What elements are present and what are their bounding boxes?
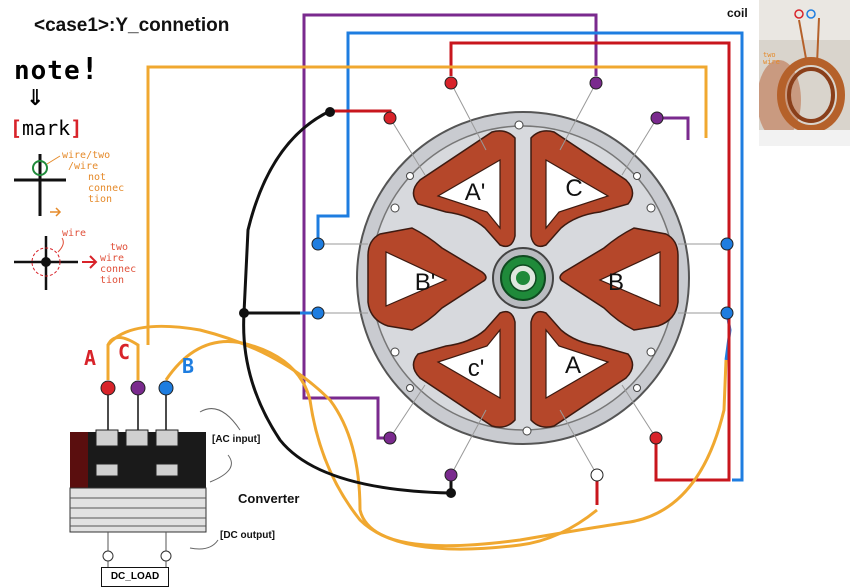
junction-dot (239, 308, 249, 318)
coil-photo: two wire (759, 0, 850, 146)
coil-label-a: A (565, 352, 581, 379)
dc-load-label: DC_LOAD (101, 567, 169, 587)
legend-connected-wire-text: wire (62, 228, 87, 239)
coil-a-prime (412, 130, 516, 248)
legend-text-line: wire (100, 253, 125, 264)
terminal-blue (720, 306, 734, 320)
legend-text-line: tion (100, 275, 125, 286)
wire-purple (302, 13, 690, 440)
converter-inputs (100, 380, 174, 432)
legend-connected (14, 236, 98, 290)
terminal-red (649, 431, 663, 445)
terminal-red (444, 76, 458, 90)
callout-arrows (189, 408, 241, 550)
ac-input-label: [AC input] (212, 434, 261, 445)
mark-label: [mark] (10, 116, 83, 140)
page-title: <case1>:Y_connetion (34, 15, 230, 36)
terminal-blue (720, 237, 734, 251)
note-down-arrow: ⇓ (26, 86, 45, 111)
terminal-purple (650, 111, 664, 125)
legend-text-line: two (110, 242, 129, 253)
terminal-open (590, 468, 604, 482)
legend-text-line: not (88, 172, 107, 183)
phase-label-c: C (118, 340, 131, 364)
coil-a (530, 310, 634, 428)
coil-b-prime (367, 227, 487, 331)
converter-block (69, 429, 207, 567)
junction-dot (325, 107, 335, 117)
note-heading: note! (14, 52, 100, 87)
input-b-connector (158, 380, 174, 396)
note-heading-text: note (14, 56, 81, 86)
legend-text-line: wire/two (62, 150, 111, 161)
coil-b (559, 227, 679, 331)
input-a-connector (100, 380, 116, 396)
wire-orange (106, 65, 728, 551)
coil-leads (318, 82, 727, 476)
terminals (311, 76, 734, 482)
legend-not-connected (14, 154, 66, 216)
coil-label-b-prime: B' (415, 269, 436, 296)
legend-connected-text: two wire connec tion (100, 242, 136, 286)
legend-not-connected-text: wire/two /wire not connec tion (62, 150, 124, 205)
legend-text-line: connec (100, 264, 137, 275)
legend-text-line: connec (88, 183, 125, 194)
dc-output-label: [DC output] (220, 530, 275, 541)
terminal-purple (383, 431, 397, 445)
coil-c-prime (412, 310, 516, 428)
terminal-red (383, 111, 397, 125)
legend-text-line: tion (88, 194, 113, 205)
legend-text-line: /wire (68, 161, 99, 172)
coil-photo-note-line: two (763, 51, 776, 59)
junction-dot (446, 488, 456, 498)
phase-label-a: A (84, 346, 97, 370)
coil-photo-note: two wire (763, 52, 780, 66)
terminal-blue (311, 237, 325, 251)
legend-arrow (50, 207, 62, 217)
input-c-connector (130, 380, 146, 396)
mark-label-text: mark (22, 116, 71, 140)
stator: A' C B' B c' A (356, 111, 690, 445)
coil-photo-note-line: wire (763, 58, 780, 66)
coil-label-c: C (565, 175, 582, 202)
terminal-purple (589, 76, 603, 90)
coil-label: coil (727, 6, 748, 20)
coil-label-a-prime: A' (465, 179, 486, 206)
phase-label-b: B (182, 354, 195, 378)
terminal-blue (311, 306, 325, 320)
converter-label: Converter (238, 491, 300, 506)
coil-label-c-prime: c' (468, 355, 485, 382)
coil-c (530, 130, 634, 248)
terminal-purple (444, 468, 458, 482)
coil-label-b: B (608, 269, 624, 296)
